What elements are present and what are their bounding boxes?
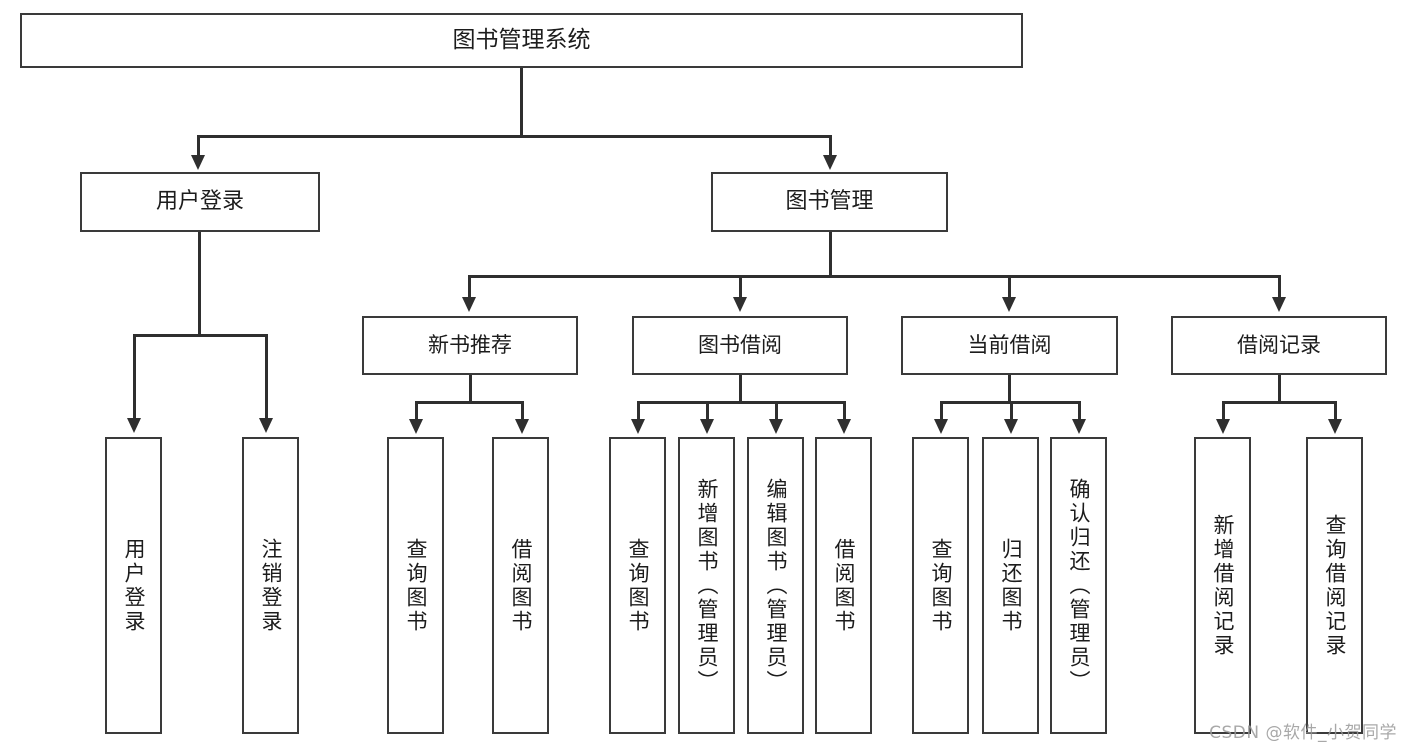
arrow-cb-to-leaf2 bbox=[1004, 419, 1018, 434]
connector-bb-to-leaf3 bbox=[775, 401, 778, 421]
leaf-label: 新增图书（管理员） bbox=[695, 477, 719, 694]
arrow-bb-to-leaf3 bbox=[769, 419, 783, 434]
csdn-watermark: CSDN @软件_小贺同学 bbox=[1209, 723, 1397, 743]
connector-cb-to-leaf2 bbox=[1010, 401, 1013, 421]
connector-book-management-stem bbox=[829, 232, 832, 277]
connector-cb-to-leaf3 bbox=[1078, 401, 1081, 421]
connector-bb-to-leaf2 bbox=[706, 401, 709, 421]
arrow-to-borrow-record bbox=[1272, 297, 1286, 312]
connector-cb-to-leaf1 bbox=[940, 401, 943, 421]
node-label: 图书管理系统 bbox=[452, 27, 591, 54]
leaf-label: 注销登录 bbox=[259, 537, 283, 634]
node-user-login[interactable]: 用户登录 bbox=[80, 172, 320, 232]
connector-book-borrow-stem bbox=[739, 375, 742, 403]
connector-nbr-to-leaf1 bbox=[415, 401, 418, 421]
leaf-label: 编辑图书（管理员） bbox=[764, 477, 788, 694]
connector-to-current-borrow bbox=[1008, 275, 1011, 299]
node-book-management[interactable]: 图书管理 bbox=[711, 172, 948, 232]
connector-to-book-borrow bbox=[739, 275, 742, 299]
connector-root-to-book-management bbox=[829, 135, 832, 157]
leaf-label: 查询图书 bbox=[404, 537, 428, 634]
leaf-label: 查询借阅记录 bbox=[1323, 513, 1347, 658]
leaf-label: 查询图书 bbox=[929, 537, 953, 634]
node-root-book-management-system[interactable]: 图书管理系统 bbox=[20, 13, 1023, 68]
leaf-user-login-logout[interactable]: 注销登录 bbox=[242, 437, 299, 734]
arrow-bb-to-leaf2 bbox=[700, 419, 714, 434]
connector-level3-bus bbox=[468, 275, 1280, 278]
leaf-label: 借阅图书 bbox=[509, 537, 533, 634]
node-label: 图书管理 bbox=[785, 189, 874, 215]
arrow-cb-to-leaf3 bbox=[1072, 419, 1086, 434]
node-label: 用户登录 bbox=[155, 189, 244, 215]
node-new-book-recommend[interactable]: 新书推荐 bbox=[362, 316, 578, 375]
connector-to-borrow-record bbox=[1278, 275, 1281, 299]
arrow-to-current-borrow bbox=[1002, 297, 1016, 312]
connector-nbr-to-leaf2 bbox=[521, 401, 524, 421]
arrow-cb-to-leaf1 bbox=[934, 419, 948, 434]
connector-new-book-recommend-stem bbox=[469, 375, 472, 403]
leaf-label: 查询图书 bbox=[626, 537, 650, 634]
node-label: 新书推荐 bbox=[428, 333, 512, 358]
node-label: 图书借阅 bbox=[698, 333, 782, 358]
connector-current-borrow-stem bbox=[1008, 375, 1011, 403]
connector-user-login-stem bbox=[198, 232, 201, 336]
leaf-label: 新增借阅记录 bbox=[1211, 513, 1235, 658]
connector-user-login-to-leaf1 bbox=[133, 334, 136, 420]
leaf-current-borrow-query-book[interactable]: 查询图书 bbox=[912, 437, 969, 734]
arrow-bb-to-leaf4 bbox=[837, 419, 851, 434]
arrow-bb-to-leaf1 bbox=[631, 419, 645, 434]
leaf-borrow-record-query-record[interactable]: 查询借阅记录 bbox=[1306, 437, 1363, 734]
node-label: 借阅记录 bbox=[1237, 333, 1321, 358]
leaf-book-borrow-add-book-admin[interactable]: 新增图书（管理员） bbox=[678, 437, 735, 734]
arrow-root-to-user-login bbox=[191, 155, 205, 170]
arrow-nbr-to-leaf2 bbox=[515, 419, 529, 434]
connector-root-bus bbox=[197, 135, 831, 138]
connector-book-borrow-bus bbox=[637, 401, 845, 404]
leaf-new-book-query-book[interactable]: 查询图书 bbox=[387, 437, 444, 734]
connector-new-book-recommend-bus bbox=[415, 401, 523, 404]
arrow-root-to-book-management bbox=[823, 155, 837, 170]
leaf-new-book-borrow-book[interactable]: 借阅图书 bbox=[492, 437, 549, 734]
node-book-borrow[interactable]: 图书借阅 bbox=[632, 316, 848, 375]
arrow-to-new-book-recommend bbox=[462, 297, 476, 312]
connector-borrow-record-stem bbox=[1278, 375, 1281, 403]
arrow-to-book-borrow bbox=[733, 297, 747, 312]
leaf-label: 用户登录 bbox=[122, 537, 146, 634]
leaf-user-login-login[interactable]: 用户登录 bbox=[105, 437, 162, 734]
leaf-borrow-record-add-record[interactable]: 新增借阅记录 bbox=[1194, 437, 1251, 734]
connector-bb-to-leaf1 bbox=[637, 401, 640, 421]
arrow-br-to-leaf2 bbox=[1328, 419, 1342, 434]
connector-borrow-record-bus bbox=[1222, 401, 1336, 404]
node-label: 当前借阅 bbox=[967, 333, 1052, 358]
leaf-book-borrow-edit-book-admin[interactable]: 编辑图书（管理员） bbox=[747, 437, 804, 734]
leaf-label: 确认归还（管理员） bbox=[1067, 477, 1091, 694]
connector-br-to-leaf1 bbox=[1222, 401, 1225, 421]
node-borrow-record[interactable]: 借阅记录 bbox=[1171, 316, 1387, 375]
arrow-br-to-leaf1 bbox=[1216, 419, 1230, 434]
leaf-current-borrow-confirm-return-admin[interactable]: 确认归还（管理员） bbox=[1050, 437, 1107, 734]
connector-bb-to-leaf4 bbox=[843, 401, 846, 421]
arrow-user-login-to-leaf2 bbox=[259, 418, 273, 433]
leaf-label: 借阅图书 bbox=[832, 537, 856, 634]
arrow-nbr-to-leaf1 bbox=[409, 419, 423, 434]
node-current-borrow[interactable]: 当前借阅 bbox=[901, 316, 1118, 375]
leaf-label: 归还图书 bbox=[999, 537, 1023, 634]
arrow-user-login-to-leaf1 bbox=[127, 418, 141, 433]
connector-root-to-user-login bbox=[197, 135, 200, 157]
leaf-current-borrow-return-book[interactable]: 归还图书 bbox=[982, 437, 1039, 734]
connector-br-to-leaf2 bbox=[1334, 401, 1337, 421]
connector-root-stem bbox=[520, 68, 523, 137]
leaf-book-borrow-borrow-book[interactable]: 借阅图书 bbox=[815, 437, 872, 734]
leaf-book-borrow-query-book[interactable]: 查询图书 bbox=[609, 437, 666, 734]
connector-user-login-to-leaf2 bbox=[265, 334, 268, 420]
connector-to-new-book-recommend bbox=[468, 275, 471, 299]
connector-user-login-bus bbox=[133, 334, 265, 337]
